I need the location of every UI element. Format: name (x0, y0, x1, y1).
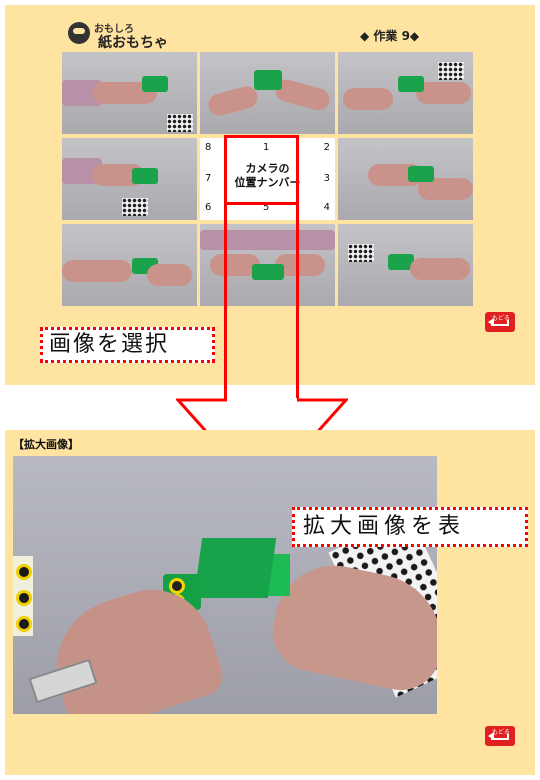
camera-number-5: 5 (263, 202, 270, 213)
photo-thumbnail-6[interactable] (62, 224, 197, 306)
app-logo: おもしろ 紙おもちゃ (68, 20, 188, 51)
select-image-callout: 画像を選択 (40, 327, 215, 363)
work-step-label: ◆ 作業 9◆ (360, 29, 420, 43)
camera-number-4: 4 (323, 202, 330, 213)
enlarge-image-callout: 拡大画像を表 (292, 507, 528, 547)
mascot-icon (68, 22, 90, 44)
camera-number-2: 2 (323, 142, 330, 153)
back-button-label: もどる (492, 729, 510, 736)
camera-position-legend: 8 1 2 7 3 6 5 4 カメラの 位置ナンバー (200, 138, 335, 220)
photo-thumbnail-1[interactable] (200, 52, 335, 134)
logo-title: 紙おもちゃ (98, 35, 168, 51)
photo-thumbnail-5[interactable] (200, 224, 335, 306)
camera-number-8: 8 (205, 142, 212, 153)
camera-label-line2: 位置ナンバー (234, 176, 301, 189)
back-button[interactable]: もどる (485, 312, 515, 332)
camera-number-1: 1 (263, 142, 270, 153)
photo-thumbnail-4[interactable] (338, 224, 473, 306)
arrow-shaft (224, 205, 299, 400)
photo-thumbnail-8[interactable] (62, 52, 197, 134)
logo-subtitle: おもしろ (94, 24, 134, 35)
photo-thumbnail-2[interactable] (338, 52, 473, 134)
photo-thumbnail-3[interactable] (338, 138, 473, 220)
photo-thumbnail-7[interactable] (62, 138, 197, 220)
camera-label-line1: カメラの (245, 162, 290, 175)
back-button-enlarged[interactable]: もどる (485, 726, 515, 746)
back-button-label: もどる (492, 315, 510, 322)
camera-legend-highlight (224, 135, 299, 205)
camera-number-3: 3 (323, 173, 330, 184)
enlarged-photo (13, 456, 437, 714)
enlarged-image-title: 【拡大画像】 (13, 438, 79, 451)
back-icon (491, 320, 509, 326)
camera-number-6: 6 (205, 202, 212, 213)
camera-number-7: 7 (205, 173, 212, 184)
back-icon (491, 734, 509, 740)
